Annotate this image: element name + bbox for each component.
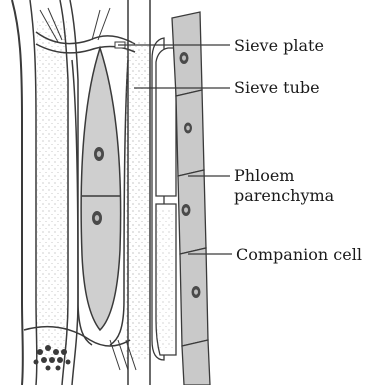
central-elongated-cell [72,48,128,345]
label-phloem-parenchyma-line1: Phloem [234,166,294,185]
phloem-parenchyma-cells [172,12,210,385]
label-companion-cell: Companion cell [236,245,362,264]
main-sieve-tube [125,0,150,385]
label-phloem-parenchyma-line2: parenchyma [234,186,335,205]
label-sieve-plate: Sieve plate [234,36,324,55]
label-sieve-tube: Sieve tube [234,78,320,97]
